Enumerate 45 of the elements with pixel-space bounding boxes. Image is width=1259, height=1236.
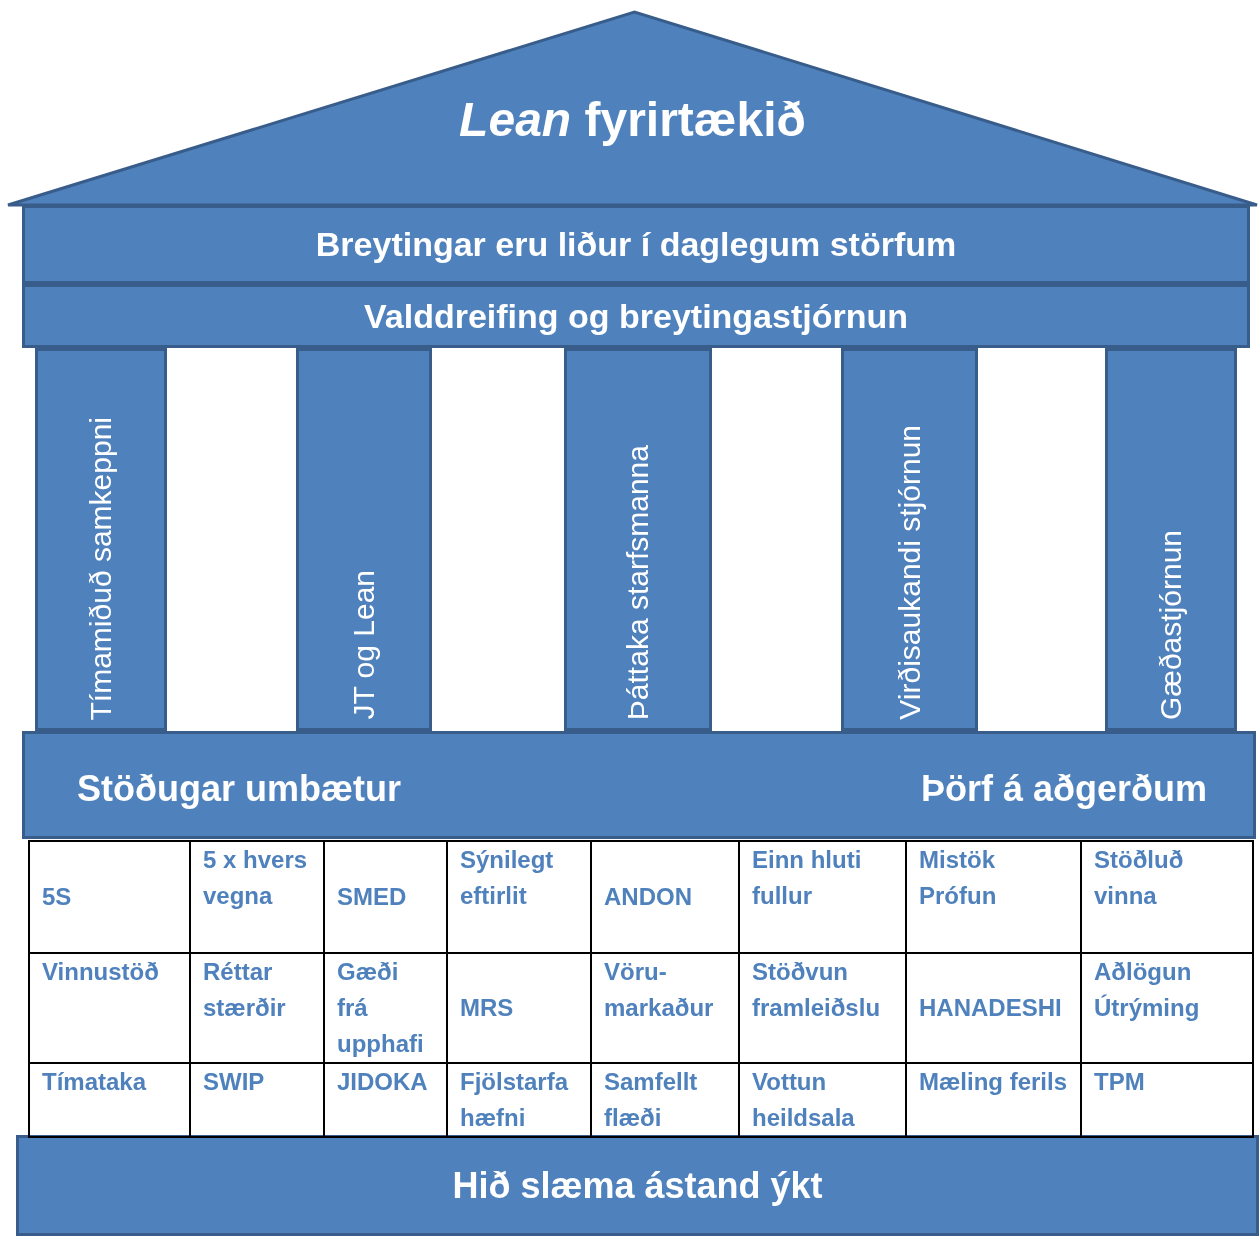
table-cell: TPM (1081, 1063, 1253, 1137)
table-cell: MRS (447, 953, 591, 1063)
pillar-label: Þáttaka starfsmanna (620, 444, 655, 720)
table-cell: JIDOKA (324, 1063, 447, 1137)
pillar (1105, 348, 1237, 731)
table-cell: SMED (324, 841, 447, 953)
pillar (841, 348, 978, 731)
banner-label: Breytingar eru liður í daglegum störfum (315, 225, 957, 264)
table-cell: SWIP (190, 1063, 324, 1137)
pillar-label: Virðisaukandi stjórnun (891, 425, 927, 720)
foundation-band (22, 731, 1256, 839)
roof-triangle (6, 10, 1259, 207)
pillar-label: JT og Lean (346, 570, 381, 720)
table-cell: 5 x hvers vegna (190, 841, 324, 953)
table-cell: Einn hluti fullur (739, 841, 906, 953)
base-band (16, 1135, 1259, 1236)
table-cell: 5S (29, 841, 190, 953)
pillar-label: Tímamiðuð samkeppni (83, 416, 118, 720)
table-cell: Tímataka (29, 1063, 190, 1137)
roof-title: Lean fyrirtækið (459, 92, 806, 147)
banner-label: Valddreifing og breytingastjórnun (363, 296, 908, 336)
pillar (296, 348, 432, 731)
table-cell: Vöru-markaður (591, 953, 739, 1063)
table-cell: Mistök Prófun (906, 841, 1081, 953)
table-cell: Stöðluð vinna (1081, 841, 1253, 953)
table-cell: Vinnustöð (29, 953, 190, 1063)
table-cell: Aðlögun Útrýming (1081, 953, 1253, 1063)
foundation-label: Þörf á aðgerðum (920, 768, 1207, 810)
table-cell: Fjölstarfa hæfni (447, 1063, 591, 1137)
table-cell: Gæði frá upphafi (324, 953, 447, 1063)
table-cell: Stöðvun framleiðslu (739, 953, 906, 1063)
table-cell: Vottun heildsala (739, 1063, 906, 1137)
pillar (35, 348, 167, 731)
table-cell: Réttar stærðir (190, 953, 324, 1063)
table-cell: ANDON (591, 841, 739, 953)
table-cell: HANADESHI (906, 953, 1081, 1063)
pillar (564, 348, 712, 731)
table-cell: Samfellt flæði (591, 1063, 739, 1137)
foundation-label: Stöðugar umbætur (77, 768, 401, 810)
table-cell: Sýnilegt eftirlit (447, 841, 591, 953)
banner (22, 284, 1250, 348)
pillar-label: Gæðastjórnun (1153, 529, 1188, 720)
banner (22, 205, 1250, 284)
table-cell: Mæling ferils (906, 1063, 1081, 1137)
banner-label: Hið slæma ástand ýkt (452, 1164, 823, 1207)
